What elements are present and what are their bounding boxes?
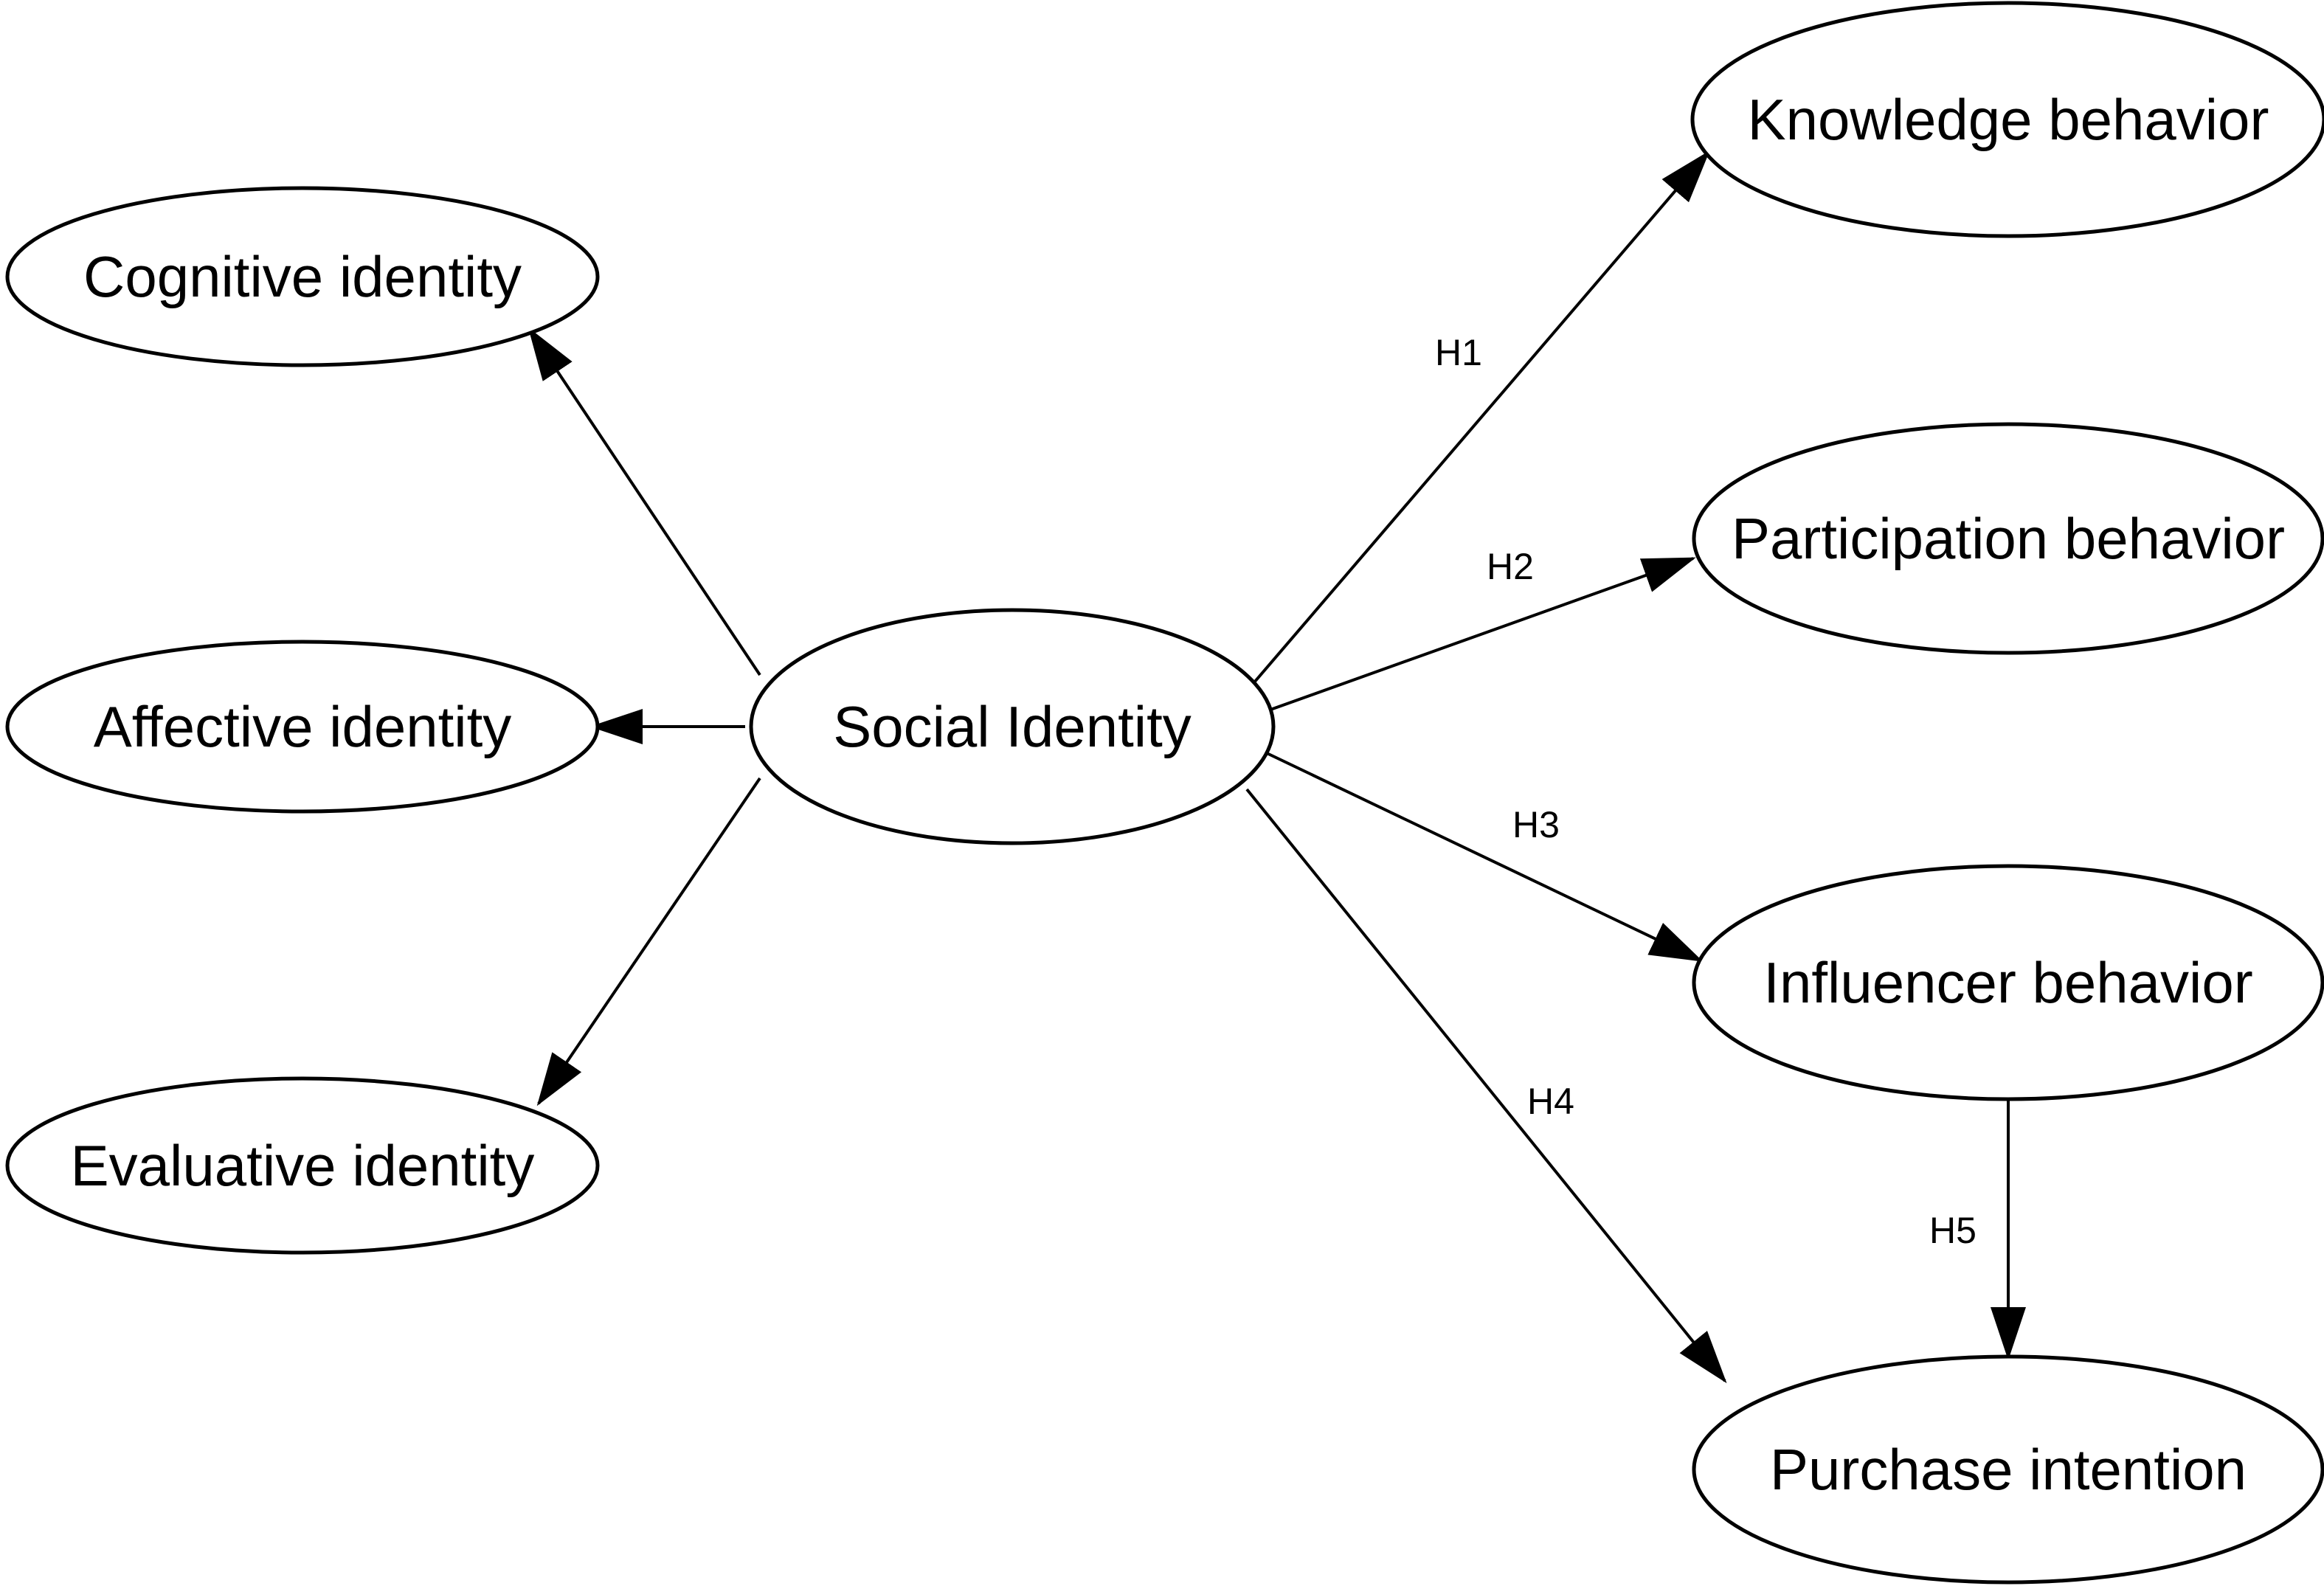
node-participation-behavior-shape bbox=[1692, 422, 2324, 655]
node-evaluative-identity-label: Evaluative identity bbox=[71, 1133, 535, 1198]
node-influencer-behavior: Influencer behavior bbox=[1692, 864, 2324, 1101]
node-purchase-intention: Purchase intention bbox=[1692, 1354, 2324, 1585]
edges bbox=[528, 150, 2026, 1384]
edge-label-h4: H4 bbox=[1527, 1081, 1574, 1122]
node-evaluative-identity-shape bbox=[5, 1076, 600, 1255]
edge-label-h5: H5 bbox=[1929, 1210, 1977, 1251]
node-influencer-behavior-label: Influencer behavior bbox=[1763, 950, 2252, 1015]
node-affective-identity-shape bbox=[5, 640, 600, 814]
node-influencer-behavior-shape bbox=[1692, 864, 2324, 1101]
edge-label-h1: H1 bbox=[1435, 332, 1482, 373]
node-purchase-intention-label: Purchase intention bbox=[1770, 1437, 2247, 1502]
node-knowledge-behavior-label: Knowledge behavior bbox=[1748, 87, 2269, 152]
edge-labels: H1 H2 H3 H4 H5 bbox=[1435, 332, 1977, 1251]
edge-social-to-evaluative bbox=[536, 777, 761, 1107]
node-knowledge-behavior-shape bbox=[1690, 1, 2324, 238]
node-participation-behavior-label: Participation behavior bbox=[1732, 506, 2285, 571]
edge-h1-social-to-knowledge bbox=[1253, 150, 1710, 684]
edge-social-to-cognitive bbox=[528, 327, 761, 676]
edge-h3-social-to-influencer bbox=[1265, 751, 1704, 962]
node-social-identity-label: Social Identity bbox=[833, 694, 1192, 759]
edge-h4-social-to-purchase bbox=[1245, 788, 1727, 1384]
node-social-identity-shape bbox=[749, 608, 1276, 845]
node-participation-behavior: Participation behavior bbox=[1692, 422, 2324, 655]
node-evaluative-identity: Evaluative identity bbox=[5, 1076, 600, 1255]
node-affective-identity-label: Affective identity bbox=[94, 694, 512, 759]
edge-label-h2: H2 bbox=[1487, 546, 1534, 587]
edge-label-h3: H3 bbox=[1512, 804, 1560, 845]
node-cognitive-identity-shape bbox=[5, 186, 600, 367]
node-knowledge-behavior: Knowledge behavior bbox=[1690, 1, 2324, 238]
node-affective-identity: Affective identity bbox=[5, 640, 600, 814]
node-purchase-intention-shape bbox=[1692, 1354, 2324, 1585]
node-cognitive-identity: Cognitive identity bbox=[5, 186, 600, 367]
node-cognitive-identity-label: Cognitive identity bbox=[83, 244, 522, 309]
node-social-identity: Social Identity bbox=[749, 608, 1276, 845]
edge-h2-social-to-participation bbox=[1270, 557, 1696, 711]
